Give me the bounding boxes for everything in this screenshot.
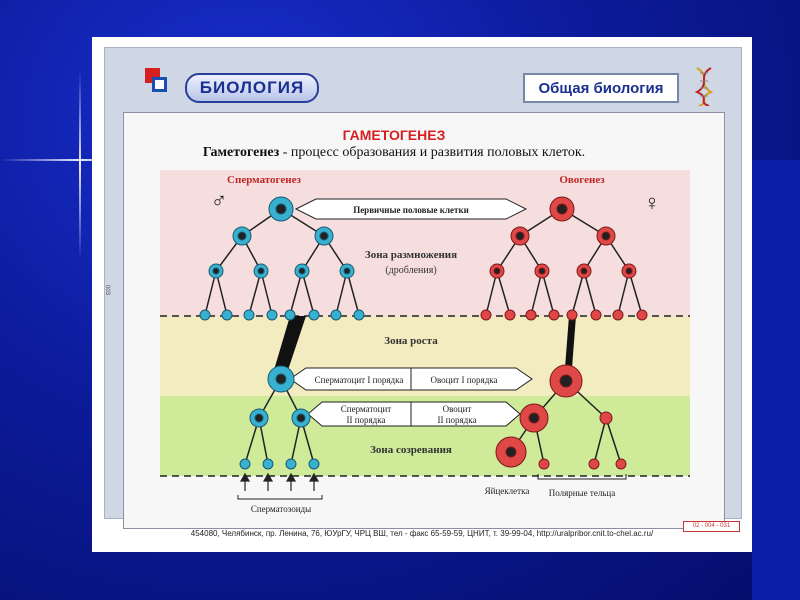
primary-cells-label: Первичные половые клетки <box>353 205 469 215</box>
subtitle-term: Гаметогенез <box>202 145 280 160</box>
footer-address: 454080, Челябинск, пр. Ленина, 76, ЮУрГУ… <box>190 529 654 538</box>
side-mark: 003 <box>104 284 111 296</box>
poster-code: 02 - 004 - 031 <box>683 521 740 532</box>
order2-arrow <box>307 401 521 427</box>
oocyte1-label: Овоцит I порядка <box>430 375 497 385</box>
spermatozoa-bracket <box>237 495 323 500</box>
spermatocyte2-line1: Сперматоцит <box>341 404 392 414</box>
left-heading: Сперматогенез <box>227 174 301 186</box>
right-heading: Овогенез <box>559 174 605 186</box>
sperm-arrows <box>239 472 320 491</box>
female-symbol: ♀ <box>644 190 661 215</box>
oocyte2-line1: Овоцит <box>443 404 472 414</box>
oocyte2-line2: II порядка <box>437 415 476 425</box>
female-cells <box>480 196 648 470</box>
male-cells <box>199 196 365 470</box>
gametogenesis-diagram: Сперматогенез Овогенез ♂ ♀ Первичные пол… <box>160 170 690 514</box>
zone-growth-label: Зона роста <box>384 335 438 347</box>
dna-icon <box>694 67 714 106</box>
growth-connector-female <box>565 316 576 368</box>
diagram-area: ГАМЕТОГЕНЕЗ Гаметогенез - процесс образо… <box>123 112 725 529</box>
diagram-subtitle: Гаметогенез - процесс образования и разв… <box>124 145 664 161</box>
egg-cell-label: Яйцеклетка <box>485 486 530 496</box>
zone-reproduction-note: (дробления) <box>385 265 436 276</box>
diagram-title: ГАМЕТОГЕНЕЗ <box>342 127 446 143</box>
primary-cells-arrow <box>294 198 528 220</box>
zone-maturation-label: Зона созревания <box>370 444 452 456</box>
zone-reproduction-label: Зона размножения <box>365 249 457 261</box>
growth-connector-male <box>274 316 306 370</box>
subtitle-definition: - процесс образования и развития половых… <box>279 145 586 160</box>
polar-bodies-bracket <box>537 474 627 480</box>
slide: БИОЛОГИЯ Общая биология ГАМЕТОГЕНЕЗ Гаме… <box>92 37 752 552</box>
logo-icon <box>145 68 167 92</box>
polar-bodies-label: Полярные тельца <box>549 488 615 498</box>
course-label: Общая биология <box>523 73 679 103</box>
spermatozoa-label: Сперматозоиды <box>251 504 311 514</box>
male-symbol: ♂ <box>211 188 228 213</box>
spermatocyte2-line2: II порядка <box>346 415 385 425</box>
poster-panel: БИОЛОГИЯ Общая биология ГАМЕТОГЕНЕЗ Гаме… <box>104 47 742 532</box>
right-band <box>752 160 800 600</box>
spermatocyte1-label: Сперматоцит I порядка <box>315 375 404 385</box>
brand-label: БИОЛОГИЯ <box>185 73 319 103</box>
sparkle-decoration-vertical <box>79 70 81 260</box>
